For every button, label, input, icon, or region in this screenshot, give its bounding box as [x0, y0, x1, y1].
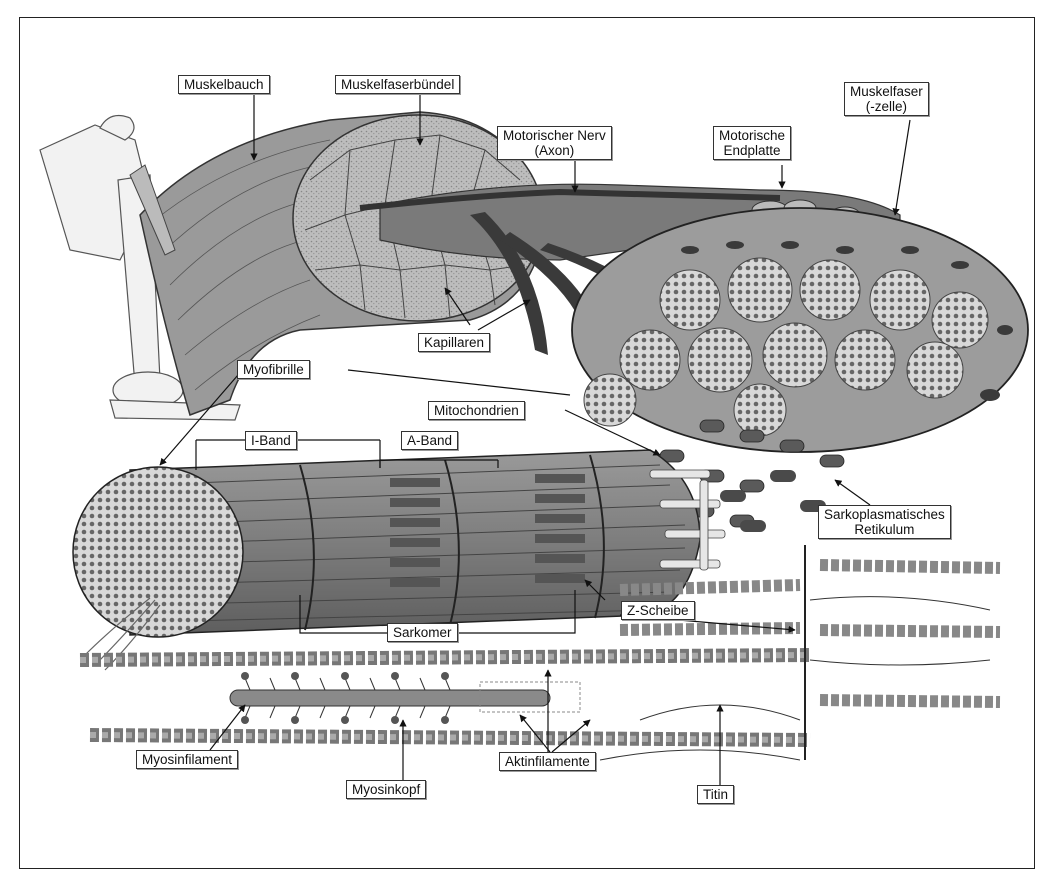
- label-nerv-line2: (Axon): [503, 143, 606, 158]
- label-muskelfaser-line2: (-zelle): [850, 99, 923, 114]
- label-endplatte-line2: Endplatte: [719, 143, 785, 158]
- label-titin: Titin: [697, 785, 734, 804]
- label-i-band: I-Band: [245, 431, 297, 450]
- label-mitochondrien: Mitochondrien: [428, 401, 525, 420]
- label-aktinfilamente: Aktinfilamente: [499, 752, 596, 771]
- label-nerv-line1: Motorischer Nerv: [503, 128, 606, 143]
- label-motorische-endplatte: Motorische Endplatte: [713, 126, 791, 160]
- label-myosinkopf: Myosinkopf: [346, 780, 426, 799]
- label-muskelfaserbuendel: Muskelfaserbündel: [335, 75, 460, 94]
- label-myosinfilament: Myosinfilament: [136, 750, 238, 769]
- label-muskelfaser: Muskelfaser (-zelle): [844, 82, 929, 116]
- label-sarkoplasmatisches-retikulum: Sarkoplasmatisches Retikulum: [818, 505, 951, 539]
- actin-filament-bottom: [90, 735, 810, 740]
- myosin-filament: [230, 672, 580, 724]
- label-z-scheibe: Z-Scheibe: [621, 601, 695, 620]
- label-kapillaren: Kapillaren: [418, 333, 490, 352]
- label-a-band: A-Band: [401, 431, 458, 450]
- label-muskelbauch: Muskelbauch: [178, 75, 270, 94]
- label-sarko-line2: Retikulum: [824, 522, 945, 537]
- label-motorischer-nerv: Motorischer Nerv (Axon): [497, 126, 612, 160]
- label-muskelfaser-line1: Muskelfaser: [850, 84, 923, 99]
- label-myofibrille: Myofibrille: [237, 360, 310, 379]
- label-endplatte-line1: Motorische: [719, 128, 785, 143]
- actin-filament-top: [80, 655, 810, 660]
- label-sarkomer: Sarkomer: [387, 623, 458, 642]
- label-sarko-line1: Sarkoplasmatisches: [824, 507, 945, 522]
